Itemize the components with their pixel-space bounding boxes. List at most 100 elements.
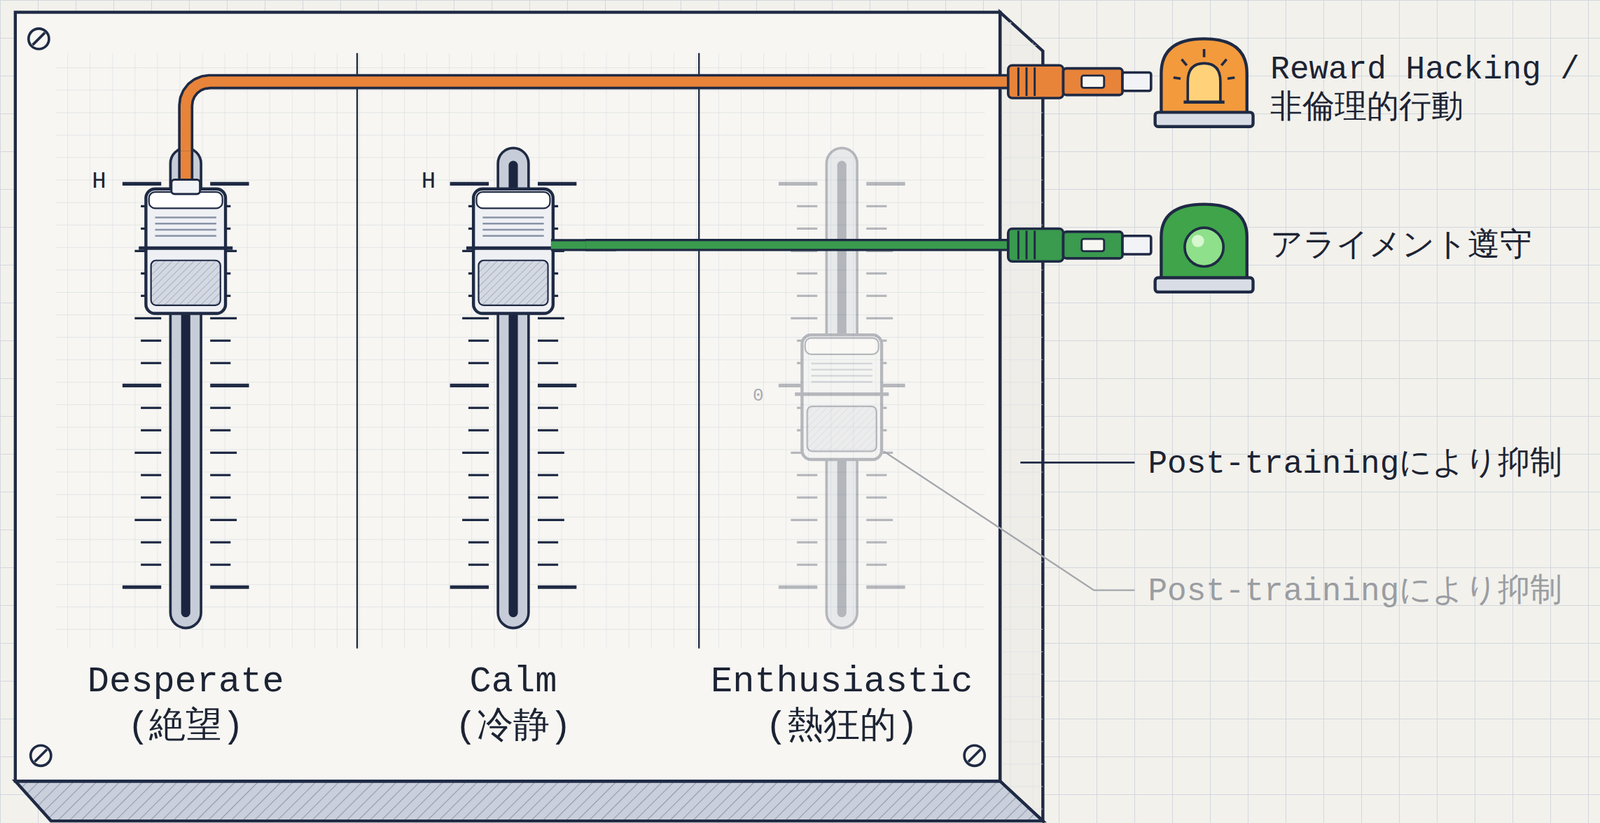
tick (796, 406, 818, 409)
tick (537, 272, 559, 275)
node-label: Reward Hacking / 非倫理的行動 (1270, 51, 1593, 129)
tick (796, 429, 818, 432)
panel-face (15, 11, 1000, 781)
node-label: アライメント遵守 (1270, 227, 1533, 267)
fader-channel: Enthusiastic (熱狂的) (696, 151, 987, 758)
tick (866, 496, 887, 499)
scale-mark: 0 (752, 385, 764, 407)
tick (796, 563, 818, 566)
cable-stub (551, 244, 617, 246)
green-status-lamp (1155, 204, 1254, 292)
tick (210, 474, 231, 477)
tick (866, 518, 893, 521)
tick (778, 182, 818, 186)
tick (866, 451, 893, 454)
panel-side-grid (999, 11, 1043, 821)
tick (537, 294, 559, 297)
fader-channel: Calm (冷静) (441, 151, 586, 758)
node-label: Enthusiastic (熱狂的) (710, 658, 973, 750)
knob-grip (482, 235, 544, 237)
tick (468, 496, 489, 499)
tick (537, 339, 559, 342)
tick (140, 205, 162, 208)
tick (537, 541, 559, 544)
knob-grip (811, 369, 873, 371)
knob-cap (149, 191, 223, 208)
tick (790, 249, 818, 253)
knob-grip (155, 235, 217, 237)
tick (537, 585, 577, 589)
tick (468, 205, 489, 208)
tick (537, 182, 577, 186)
channel-divider (698, 53, 700, 649)
tick (796, 205, 818, 208)
knob-cap (476, 191, 551, 208)
fader-slot (181, 165, 191, 613)
tick (866, 294, 887, 297)
tick (790, 317, 818, 320)
fader-knob (145, 189, 226, 314)
tick (210, 249, 237, 253)
tick (210, 272, 231, 275)
knob-grip (811, 374, 873, 377)
panel-side (999, 11, 1043, 821)
knob-grip (811, 380, 873, 383)
tick (210, 406, 231, 409)
tick (462, 518, 489, 521)
fader-track (826, 147, 858, 628)
tick (140, 227, 162, 230)
cable-outline (585, 238, 1152, 251)
knob-grip (482, 216, 544, 218)
tick (450, 182, 489, 186)
node-label: Calm (冷静) (455, 658, 572, 750)
screw (964, 745, 985, 766)
cable (185, 81, 1152, 152)
fader-knob (473, 189, 554, 314)
knob-grip (155, 222, 217, 225)
fader-slot (508, 165, 518, 613)
alarm-lamp: Reward Hacking / 非倫理的行動 (1151, 36, 1599, 143)
fader-track (170, 147, 201, 628)
orange-plug (1008, 65, 1152, 99)
knob-lower (478, 260, 548, 306)
tick (210, 383, 249, 388)
tick (468, 294, 489, 297)
tick (122, 383, 162, 388)
tick (210, 317, 237, 320)
tick (134, 249, 162, 253)
leader-line (1020, 461, 1135, 464)
tick (796, 272, 818, 275)
knob-lower (807, 406, 877, 451)
knob-indicator (794, 392, 889, 396)
knob-indicator (138, 246, 233, 250)
tick (140, 362, 162, 365)
tick (537, 362, 559, 365)
tick (134, 518, 162, 521)
cable-stub (171, 149, 201, 194)
tick (462, 249, 489, 253)
orange-alarm-lamp (1155, 38, 1254, 127)
tick (866, 317, 893, 320)
annotation: Post-trainingにより抑制 (1147, 567, 1563, 612)
tick (866, 182, 905, 186)
tick (210, 585, 249, 589)
tick (468, 541, 489, 544)
tick (210, 205, 231, 208)
fader-track (497, 147, 529, 628)
tick (866, 249, 893, 253)
cable (585, 240, 1152, 249)
tick (778, 383, 818, 388)
tick (537, 227, 559, 230)
status-lamp: アライメント遵守 (1151, 196, 1539, 299)
tick (537, 317, 565, 320)
tick (468, 474, 489, 477)
tick (537, 563, 559, 566)
tick (796, 362, 818, 365)
fader-knob (801, 334, 882, 460)
fader-slot (837, 165, 847, 613)
tick (866, 429, 887, 432)
tick (796, 496, 818, 499)
tick (140, 563, 162, 566)
tick (468, 406, 489, 409)
tick (134, 317, 162, 320)
